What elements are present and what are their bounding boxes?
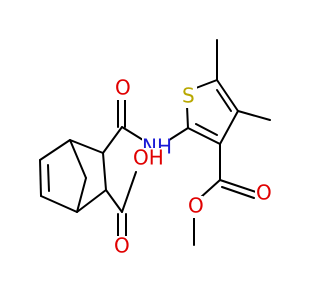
bond-single (102, 126, 123, 154)
bond-single (121, 126, 144, 141)
bond-thiophene (186, 105, 189, 129)
atom-labels: S NH O OH O O O (113, 76, 272, 258)
bond-ring (76, 189, 107, 213)
bond-thiophene (195, 79, 218, 89)
ester-carbonyl-oxygen-text: O (256, 181, 272, 205)
acid-carbonyl-oxygen-label: O (113, 234, 130, 258)
bond-ring-double (39, 159, 42, 197)
ester-ether-oxygen-label: O (187, 194, 204, 218)
bond-ring (39, 139, 71, 161)
acid-hydroxyl-label: OH (133, 146, 165, 170)
sulfur-label: S (181, 84, 197, 108)
bond-ring (40, 195, 78, 213)
bonds (39, 39, 271, 246)
bond-thiophene-double-inner (195, 123, 218, 136)
bond-single (121, 171, 137, 213)
bond-thiophene (219, 110, 239, 145)
ester-carbonyl-oxygen-label: O (255, 181, 272, 205)
bond-ring (69, 139, 104, 154)
amide-oxygen-label: O (114, 76, 131, 100)
acid-carbonyl-oxygen-text: O (114, 234, 130, 258)
sulfur-text: S (182, 84, 195, 108)
bond-bridge (69, 139, 87, 179)
bond-double (221, 186, 255, 199)
amide-oxygen-text: O (115, 76, 131, 100)
bond-thiophene-double (187, 127, 221, 145)
structure-diagram: S NH O OH O O O (39, 39, 272, 258)
bond-thiophene-double-inner (216, 89, 232, 112)
ester-ether-oxygen-text: O (188, 194, 204, 218)
bond-ring-double-inner (47, 164, 50, 192)
acid-hydroxyl-text: OH (133, 146, 164, 170)
bond-ring (102, 152, 107, 191)
molecule-canvas: S NH O OH O O O (39, 39, 272, 258)
bond-methyl (237, 110, 271, 121)
bond-double (219, 179, 257, 193)
bond-single (199, 179, 221, 199)
bond-bridge (76, 177, 87, 213)
bond-thiophene-double (216, 79, 239, 112)
bond-single (105, 189, 123, 213)
